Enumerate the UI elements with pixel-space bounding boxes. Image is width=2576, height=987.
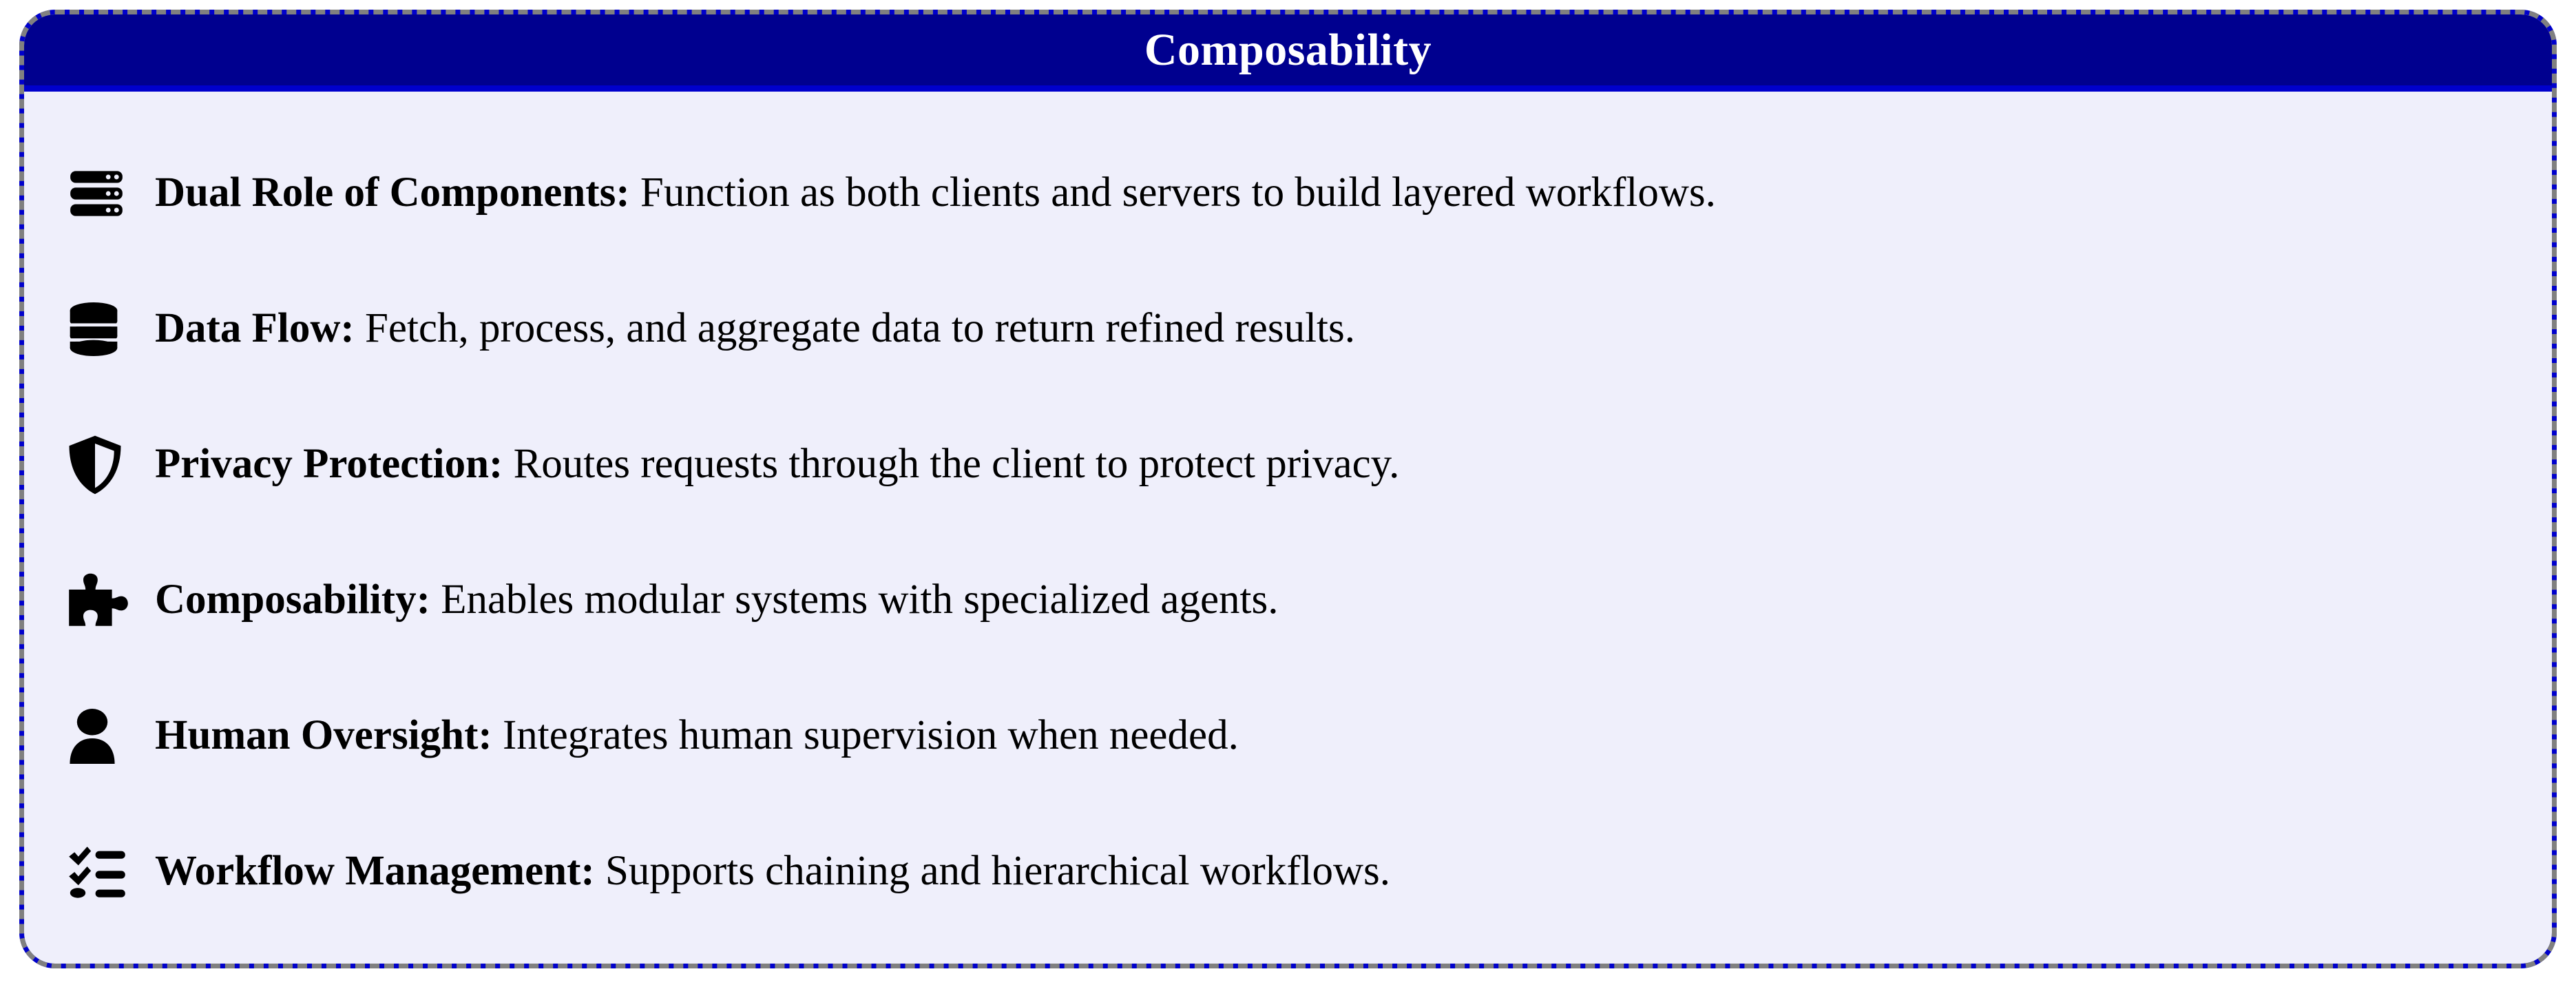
list-item: Human Oversight: Integrates human superv… [24, 668, 2552, 804]
list-item-desc: Supports chaining and hierarchical workf… [594, 848, 1391, 895]
list-item-desc: Integrates human supervision when needed… [492, 712, 1239, 759]
card-surface: Composability [19, 10, 2557, 968]
server-rack-icon [67, 164, 155, 223]
card-header: Composability [24, 14, 2552, 92]
database-cylinder-icon [67, 300, 155, 359]
shield-half-icon [67, 435, 155, 495]
list-item-text: Composability: Enables modular systems w… [155, 578, 1279, 622]
list-item: Composability: Enables modular systems w… [24, 532, 2552, 668]
feature-list: Dual Role of Components: Function as bot… [24, 98, 2552, 964]
list-item-lead: Workflow Management: [155, 848, 595, 895]
list-item-lead: Privacy Protection: [155, 441, 503, 488]
card-title: Composability [1144, 24, 1432, 75]
list-item-lead: Human Oversight: [155, 712, 492, 759]
checklist-icon [67, 844, 155, 900]
list-item-text: Data Flow: Fetch, process, and aggregate… [155, 307, 1355, 351]
list-item: Dual Role of Components: Function as bot… [24, 125, 2552, 261]
list-item-lead: Dual Role of Components: [155, 169, 630, 216]
list-item-text: Workflow Management: Supports chaining a… [155, 849, 1390, 893]
list-item-text: Dual Role of Components: Function as bot… [155, 171, 1716, 215]
puzzle-piece-icon [67, 573, 155, 628]
list-item: Workflow Management: Supports chaining a… [24, 804, 2552, 939]
list-item-text: Privacy Protection: Routes requests thro… [155, 442, 1399, 486]
list-item-lead: Data Flow: [155, 305, 355, 352]
composability-card: Composability [19, 10, 2557, 968]
list-item-desc: Enables modular systems with specialized… [430, 576, 1279, 623]
list-item-desc: Function as both clients and servers to … [629, 169, 1716, 216]
list-item-desc: Routes requests through the client to pr… [503, 441, 1400, 488]
list-item: Privacy Protection: Routes requests thro… [24, 397, 2552, 532]
person-icon [67, 707, 155, 766]
list-item-lead: Composability: [155, 576, 430, 623]
list-item-text: Human Oversight: Integrates human superv… [155, 714, 1239, 758]
list-item: Data Flow: Fetch, process, and aggregate… [24, 261, 2552, 397]
list-item-desc: Fetch, process, and aggregate data to re… [354, 305, 1355, 352]
